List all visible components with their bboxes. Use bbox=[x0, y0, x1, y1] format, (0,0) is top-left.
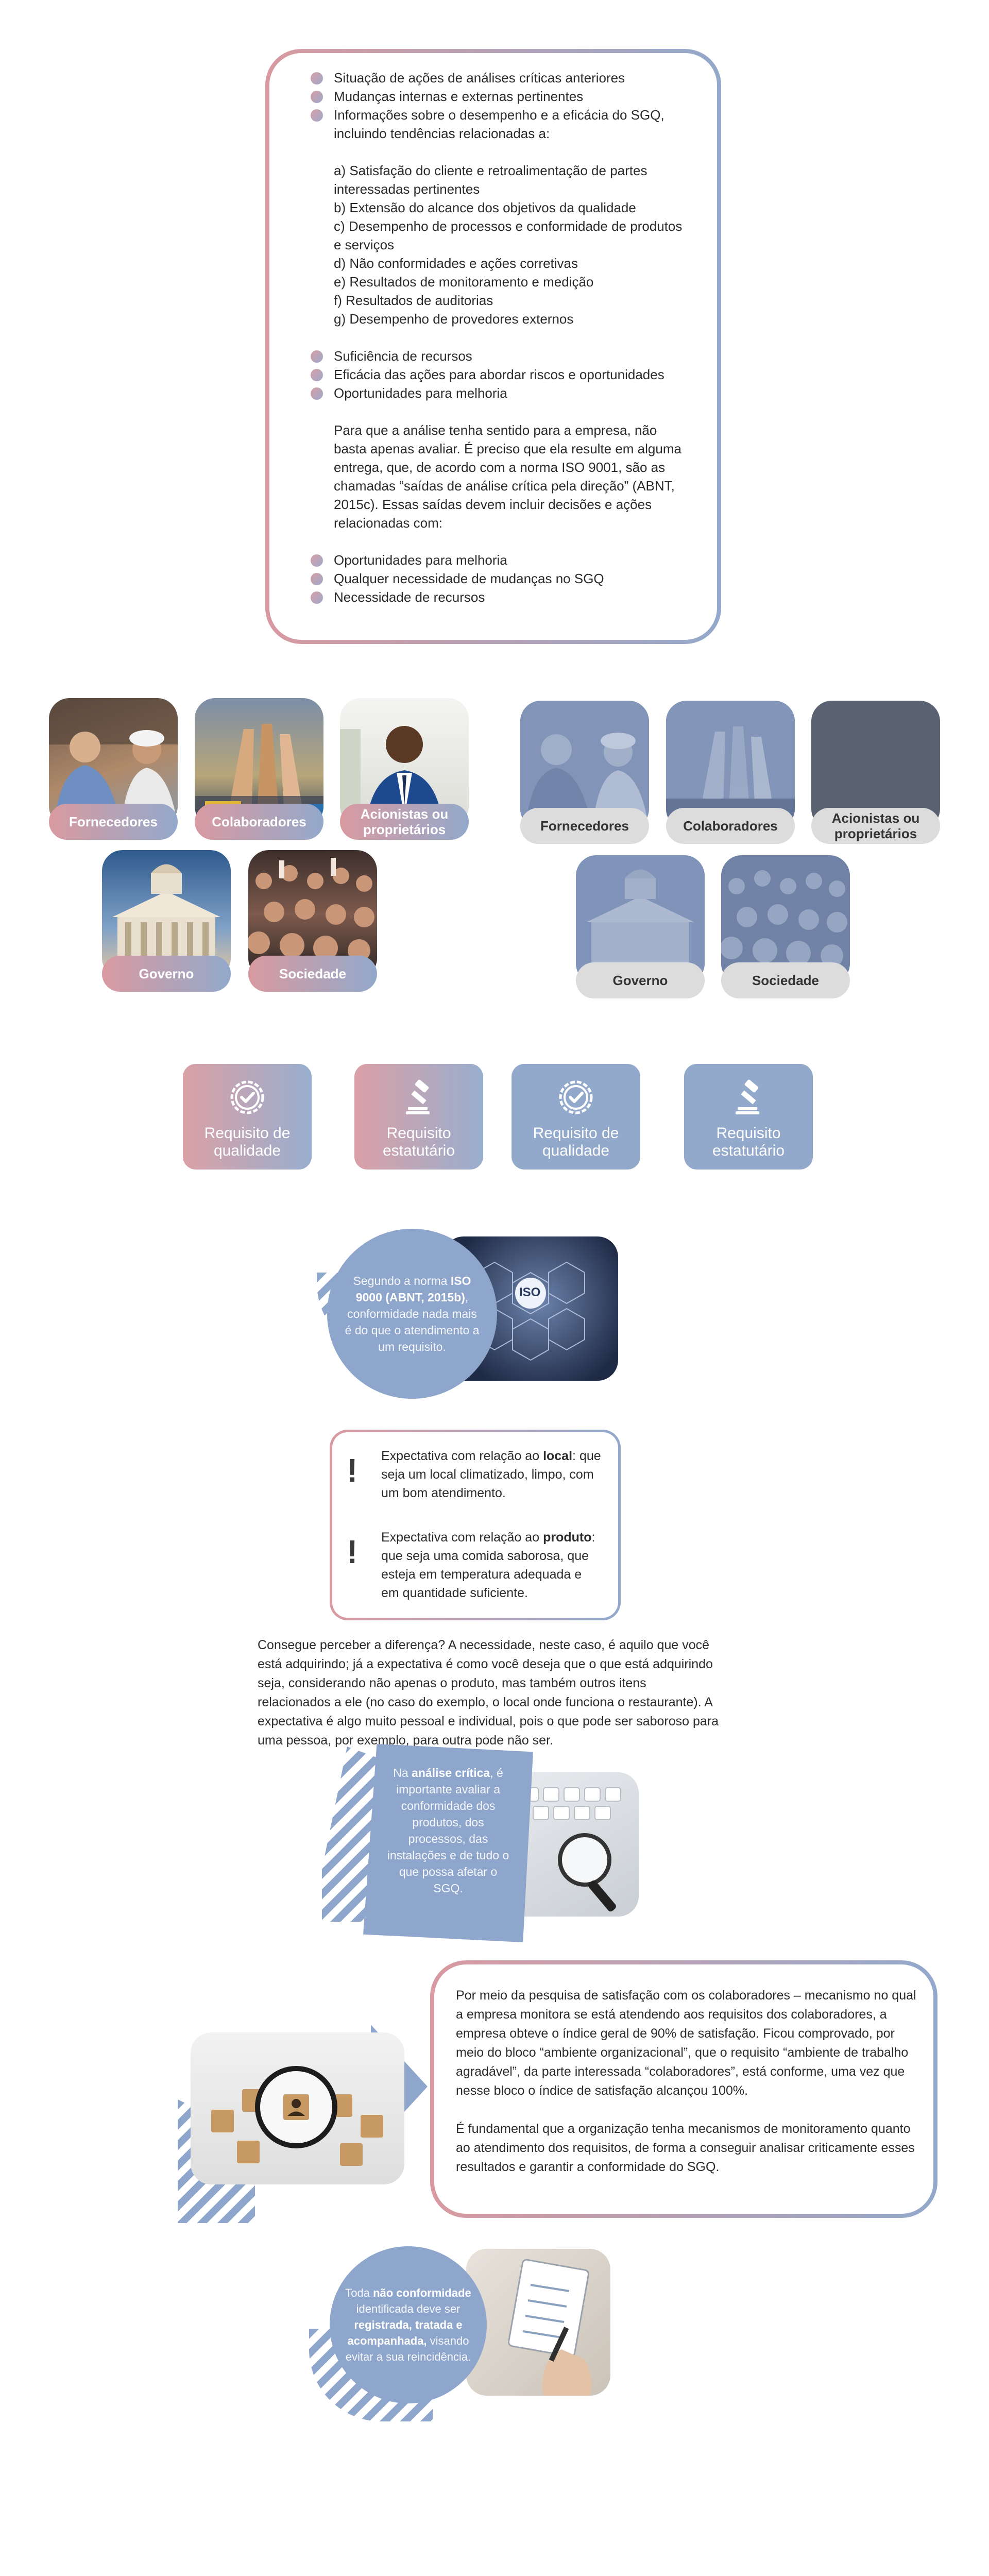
society-label-muted: Sociedade bbox=[721, 962, 850, 998]
employees-label: Colaboradores bbox=[195, 804, 323, 840]
statutory-requirement-card-alt: Requisito estatutário bbox=[684, 1064, 813, 1170]
expectations-card: ! Expectativa com relação ao local: que … bbox=[330, 1430, 621, 1620]
iso-badge-text: ISO bbox=[519, 1285, 541, 1299]
non-conformity-callout: Toda não conformidade identificada deve … bbox=[330, 2246, 487, 2403]
shareholders-label: Acionistas ou proprietários bbox=[340, 804, 469, 840]
list-item: Qualquer necessidade de mudanças no SGQ bbox=[311, 569, 686, 588]
sub-item: d) Não conformidades e ações corretivas bbox=[334, 256, 578, 271]
inputs-list-b: Suficiência de recursos Eficácia das açõ… bbox=[311, 347, 686, 402]
suppliers-label-muted: Fornecedores bbox=[520, 808, 649, 844]
sub-item: f) Resultados de auditorias bbox=[334, 293, 493, 308]
check-badge-icon bbox=[230, 1080, 264, 1114]
sub-item: b) Extensão do alcance dos objetivos da … bbox=[334, 200, 636, 215]
government-label: Governo bbox=[102, 956, 231, 992]
sub-item: c) Desempenho de processos e conformidad… bbox=[334, 218, 683, 252]
survey-paragraph-2: É fundamental que a organização tenha me… bbox=[456, 2122, 915, 2174]
callout-bold-text: análise crítica bbox=[412, 1766, 490, 1780]
inputs-list-a: Situação de ações de análises críticas a… bbox=[311, 69, 686, 143]
iso-definition-callout: Segundo a norma ISO 9000 (ABNT, 2015b), … bbox=[327, 1229, 497, 1399]
callout-text: identificada deve ser bbox=[356, 2302, 461, 2315]
list-item: Situação de ações de análises críticas a… bbox=[311, 69, 686, 87]
checklist-photo bbox=[466, 2249, 610, 2396]
requirement-label: Requisito de qualidade bbox=[533, 1125, 619, 1159]
list-item: Suficiência de recursos bbox=[311, 347, 686, 365]
requirement-label: Requisito de qualidade bbox=[204, 1125, 291, 1159]
outputs-list: Oportunidades para melhoria Qualquer nec… bbox=[311, 551, 686, 606]
check-badge-icon bbox=[559, 1080, 593, 1114]
requirement-label: Requisito estatutário bbox=[382, 1125, 455, 1159]
list-item: Informações sobre o desempenho e a eficá… bbox=[311, 106, 686, 143]
list-item: Mudanças internas e externas pertinentes bbox=[311, 87, 686, 106]
gavel-icon bbox=[406, 1079, 430, 1114]
statutory-requirement-card: Requisito estatutário bbox=[354, 1064, 483, 1170]
callout-text: Na bbox=[393, 1766, 412, 1780]
callout-bold-text: registrada, tratada e acompanhada, bbox=[347, 2318, 463, 2347]
callout-text: visando evitar a sua reincidência. bbox=[345, 2334, 471, 2363]
callout-text: Toda bbox=[345, 2286, 373, 2299]
expectation-text: Expectativa com relação ao bbox=[381, 1530, 543, 1545]
requirement-label: Requisito estatutário bbox=[712, 1125, 785, 1159]
expectation-text: : que seja uma comida saborosa, que este… bbox=[381, 1530, 595, 1600]
callout-text: Segundo a norma bbox=[353, 1274, 451, 1287]
shareholders-label-muted: Acionistas ou proprietários bbox=[811, 808, 940, 844]
suppliers-label: Fornecedores bbox=[49, 804, 178, 840]
survey-card: Por meio da pesquisa de satisfação com o… bbox=[430, 1960, 937, 2218]
callout-bold-text: não conformidade bbox=[373, 2286, 471, 2299]
callout-bold-text: ISO 9000 (ABNT, 2015b) bbox=[355, 1274, 471, 1304]
expectation-bold: produto bbox=[543, 1530, 592, 1545]
critical-analysis-callout: Na análise crítica, é importante avaliar… bbox=[363, 1744, 533, 1942]
callout-text: , conformidade nada mais é do que o aten… bbox=[345, 1291, 480, 1353]
callout-text: , é importante avaliar a conformidade do… bbox=[387, 1766, 509, 1895]
quality-requirement-card: Requisito de qualidade bbox=[183, 1064, 312, 1170]
society-label: Sociedade bbox=[248, 956, 377, 992]
local-expectation: Expectativa com relação ao local: que se… bbox=[381, 1447, 603, 1502]
magnifier-people-photo bbox=[191, 2032, 404, 2184]
gavel-icon bbox=[736, 1079, 759, 1114]
exclamation-icon: ! bbox=[347, 1533, 358, 1570]
government-label-muted: Governo bbox=[576, 962, 705, 998]
sub-item: e) Resultados de monitoramento e medição bbox=[334, 274, 594, 290]
list-item: Necessidade de recursos bbox=[311, 588, 686, 606]
list-item: Oportunidades para melhoria bbox=[311, 384, 686, 402]
product-expectation: Expectativa com relação ao produto: que … bbox=[381, 1528, 603, 1602]
sub-item: g) Desempenho de provedores externos bbox=[334, 311, 574, 327]
difference-paragraph: Consegue perceber a diferença? A necessi… bbox=[258, 1638, 719, 1748]
list-item: Eficácia das ações para abordar riscos e… bbox=[311, 365, 686, 384]
management-review-card: Situação de ações de análises críticas a… bbox=[265, 49, 721, 644]
exclamation-icon: ! bbox=[347, 1452, 358, 1489]
survey-paragraph-1: Por meio da pesquisa de satisfação com o… bbox=[456, 1988, 916, 2098]
expectation-text: : que seja um local climatizado, limpo, … bbox=[381, 1449, 601, 1500]
outputs-paragraph: Para que a análise tenha sentido para a … bbox=[334, 422, 681, 531]
expectation-bold: local bbox=[543, 1449, 573, 1463]
list-item: Oportunidades para melhoria bbox=[311, 551, 686, 569]
sub-item: a) Satisfação do cliente e retroalimenta… bbox=[334, 163, 647, 197]
expectation-text: Expectativa com relação ao bbox=[381, 1449, 543, 1463]
quality-requirement-card-alt: Requisito de qualidade bbox=[511, 1064, 640, 1170]
employees-label-muted: Colaboradores bbox=[666, 808, 795, 844]
